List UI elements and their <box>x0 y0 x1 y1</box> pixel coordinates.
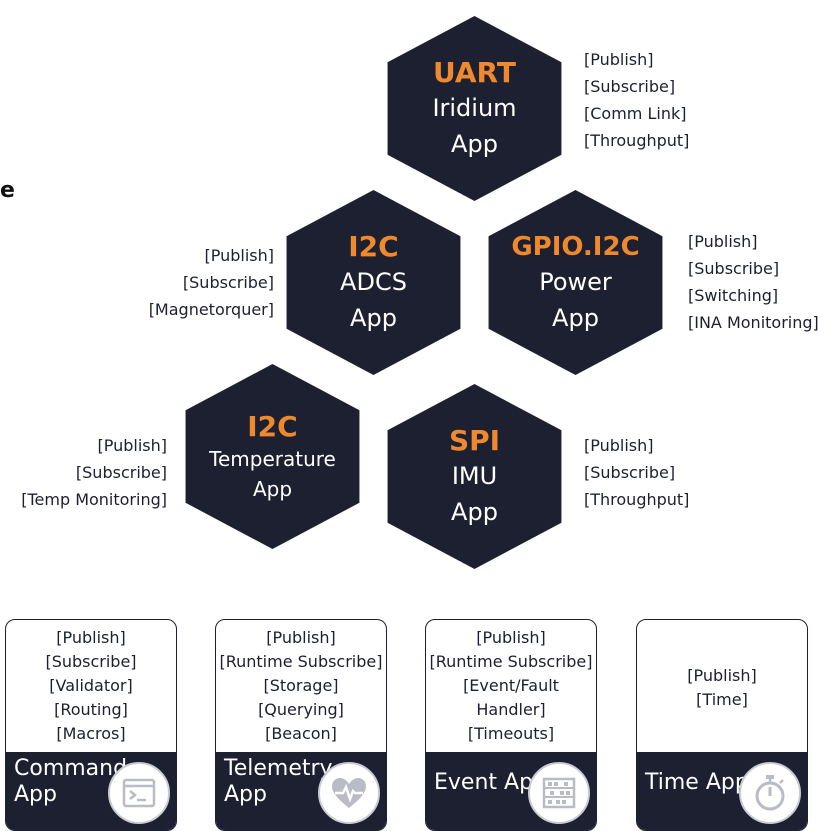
card-item: [Routing] <box>54 700 128 719</box>
card-footer: Telemetry App <box>216 752 386 830</box>
temperature-tag-list: [Publish] [Subscribe] [Temp Monitoring] <box>21 432 167 513</box>
hex-protocol-label: I2C <box>348 229 399 263</box>
card-item: [Publish] <box>56 628 126 647</box>
card-footer: Event App <box>426 752 596 830</box>
tag: [Publish] <box>688 232 758 251</box>
terminal-icon <box>108 762 170 824</box>
card-item: Handler] <box>476 700 546 719</box>
tag: [Publish] <box>204 246 274 265</box>
card-item: [Publish] <box>687 666 757 685</box>
card-title: Telemetry App <box>224 756 333 808</box>
hex-spi-imu-app: SPI IMU App <box>387 384 562 569</box>
abacus-icon <box>528 762 590 824</box>
hex-protocol-label: SPI <box>448 423 501 457</box>
card-item-list: [Publish] [Time] <box>637 664 807 712</box>
card-title: Command App <box>14 756 127 808</box>
card-item: [Time] <box>696 690 748 709</box>
card-item: [Runtime Subscribe] <box>429 652 593 671</box>
tag: [Publish] <box>584 436 654 455</box>
tag: [Throughput] <box>584 490 690 509</box>
heart-pulse-icon <box>318 762 380 824</box>
hex-i2c-adcs-app: I2C ADCS App <box>286 190 461 375</box>
telemetry-app-card: [Publish] [Runtime Subscribe] [Storage] … <box>215 619 387 831</box>
hex-app-suffix: App <box>252 476 293 501</box>
card-item: [Subscribe] <box>45 652 137 671</box>
hex-protocol-label: GPIO.I2C <box>511 231 640 262</box>
hex-app-name: IMU <box>451 461 498 490</box>
card-item: [Runtime Subscribe] <box>219 652 383 671</box>
tag: [Magnetorquer] <box>148 300 274 319</box>
time-app-card: [Publish] [Time] Time App <box>636 619 808 831</box>
card-item: [Timeouts] <box>467 724 555 743</box>
hex-protocol-label: UART <box>433 55 516 89</box>
card-item: [Event/Fault <box>463 676 559 695</box>
hex-i2c-temperature-app: I2C Temperature App <box>185 364 360 549</box>
card-item: [Storage] <box>263 676 339 695</box>
hex-uart-iridium-app: UART Iridium App <box>387 16 562 201</box>
card-item-list: [Publish] [Runtime Subscribe] [Storage] … <box>216 626 386 746</box>
tag: [Comm Link] <box>584 104 687 123</box>
card-footer: Time App <box>637 752 807 830</box>
tag: [INA Monitoring] <box>688 313 819 332</box>
card-title-line: App <box>14 782 57 807</box>
hex-app-name: ADCS <box>340 267 407 296</box>
tag: [Switching] <box>688 286 779 305</box>
card-title-line: Command <box>14 756 128 781</box>
card-item: [Validator] <box>49 676 133 695</box>
hex-app-name: Temperature <box>209 446 336 471</box>
hex-app-name: Iridium <box>432 93 517 122</box>
hex-app-suffix: App <box>552 303 599 332</box>
card-item: [Macros] <box>56 724 126 743</box>
card-item: [Publish] <box>266 628 336 647</box>
adcs-tag-list: [Publish] [Subscribe] [Magnetorquer] <box>149 242 274 323</box>
hex-app-suffix: App <box>350 303 397 332</box>
command-app-card: [Publish] [Subscribe] [Validator] [Routi… <box>5 619 177 831</box>
card-item: [Querying] <box>258 700 344 719</box>
card-footer: Command App <box>6 752 176 830</box>
tag: [Throughput] <box>584 131 690 150</box>
tag: [Publish] <box>97 436 167 455</box>
card-title-line: Telemetry <box>224 756 333 781</box>
tag: [Subscribe] <box>584 77 676 96</box>
tag: [Subscribe] <box>584 463 676 482</box>
tag: [Subscribe] <box>688 259 780 278</box>
hex-gpio-i2c-power-app: GPIO.I2C Power App <box>488 190 663 375</box>
tag: [Subscribe] <box>182 273 274 292</box>
hex-app-name: Power <box>539 267 612 296</box>
card-item: [Publish] <box>476 628 546 647</box>
card-item-list: [Publish] [Runtime Subscribe] [Event/Fau… <box>426 626 596 746</box>
card-item: [Beacon] <box>265 724 337 743</box>
hex-app-suffix: App <box>451 497 498 526</box>
cut-off-text: e <box>0 178 15 203</box>
stopwatch-icon <box>739 762 801 824</box>
tag: [Publish] <box>584 50 654 69</box>
hex-protocol-label: I2C <box>247 409 298 443</box>
imu-tag-list: [Publish] [Subscribe] [Throughput] <box>584 432 689 513</box>
card-title: Time App <box>645 770 749 795</box>
uart-tag-list: [Publish] [Subscribe] [Comm Link] [Throu… <box>584 46 689 154</box>
tag: [Subscribe] <box>75 463 167 482</box>
event-app-card: [Publish] [Runtime Subscribe] [Event/Fau… <box>425 619 597 831</box>
tag: [Temp Monitoring] <box>21 490 167 509</box>
hex-app-suffix: App <box>451 129 498 158</box>
card-item-list: [Publish] [Subscribe] [Validator] [Routi… <box>6 626 176 746</box>
power-tag-list: [Publish] [Subscribe] [Switching] [INA M… <box>688 228 819 336</box>
card-title-line: App <box>224 782 267 807</box>
